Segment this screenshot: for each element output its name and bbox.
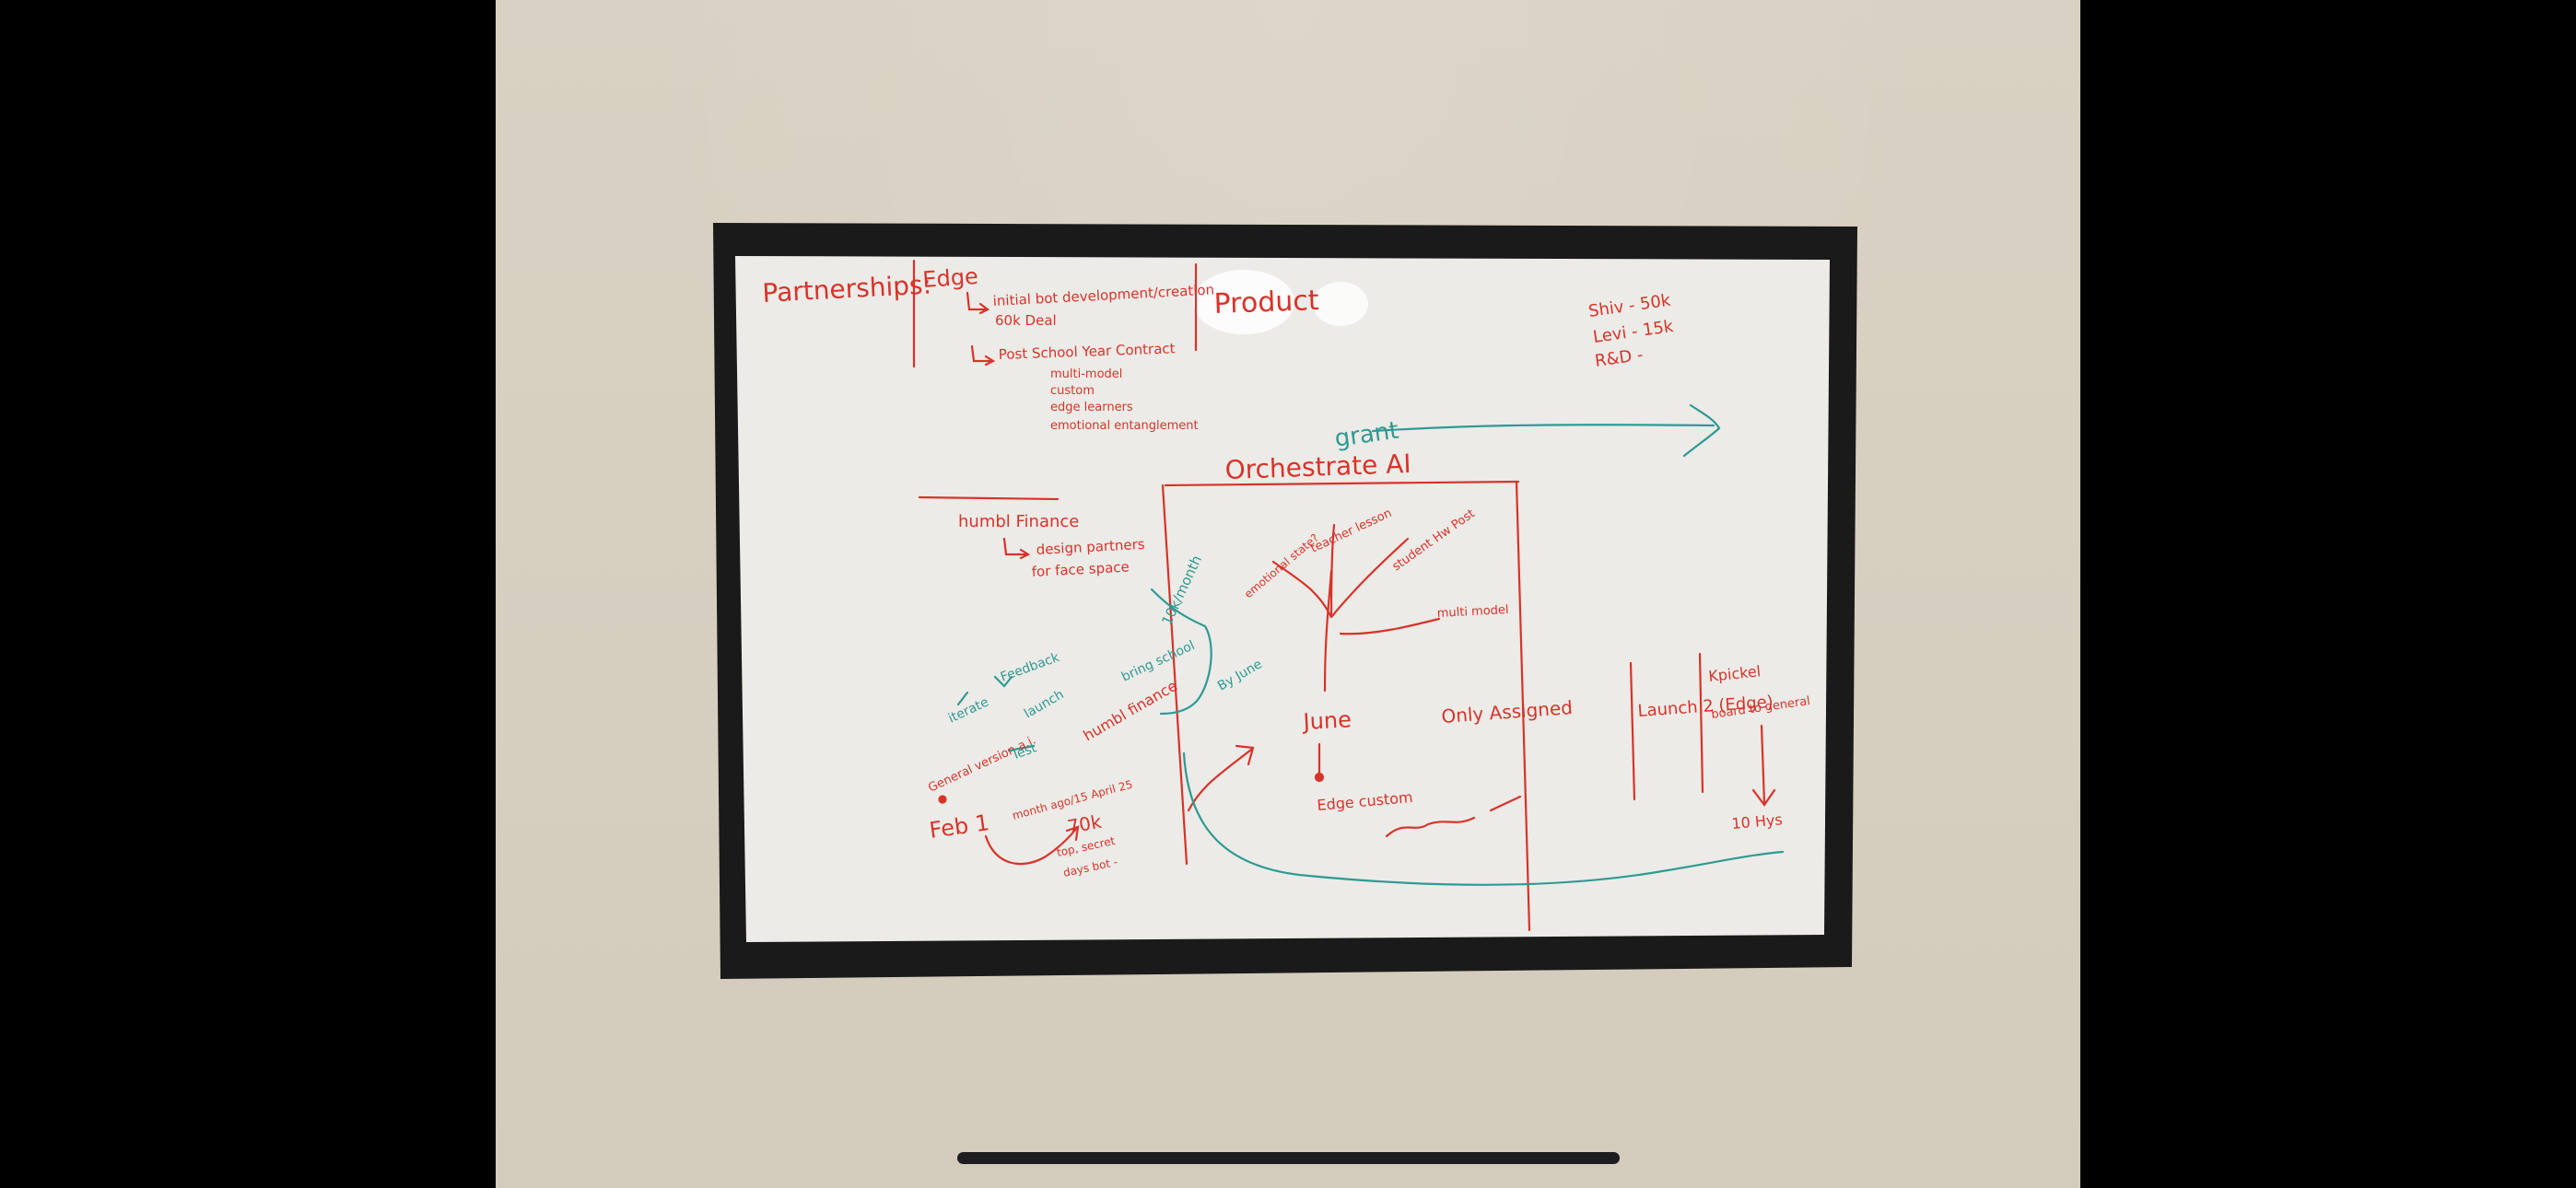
humbl-heading: humbl Finance	[958, 512, 1079, 531]
home-indicator[interactable]	[957, 1152, 1620, 1164]
launch-divider	[1629, 661, 1636, 801]
orchestrate-box-right	[1515, 480, 1531, 932]
june-dot	[1314, 772, 1325, 783]
loop-arrow	[956, 675, 1036, 752]
light-glare	[1313, 282, 1368, 326]
edge-bullet: custom	[1050, 384, 1095, 398]
orchestrate-box-left	[1161, 483, 1188, 866]
edge-arrow	[966, 291, 990, 315]
teal-swoop	[1182, 751, 1785, 886]
edge-heading: Edge	[921, 263, 978, 293]
edge-bullet: emotional entanglement	[1050, 419, 1199, 433]
feb-loop	[984, 825, 1080, 866]
right-down-arrow	[1751, 724, 1776, 807]
right-bottom-label: 10 Hys	[1731, 810, 1784, 833]
humbl-arrow	[1002, 537, 1031, 560]
product-heading: Product	[1213, 285, 1319, 320]
june-label: June	[1301, 706, 1352, 735]
light-glare	[1193, 270, 1294, 334]
humbl-underline	[918, 495, 1060, 501]
post-school-arrow	[970, 344, 996, 367]
tree-branches	[1271, 523, 1441, 693]
humbl-sub: for face space	[1031, 558, 1130, 580]
whiteboard: Partnerships: Edge initial bot developme…	[713, 223, 1857, 979]
orchestrate-box-top	[1164, 480, 1520, 487]
photo: Partnerships: Edge initial bot developme…	[496, 0, 2080, 1188]
edge-line2: 60k Deal	[995, 312, 1057, 329]
grant-arrow	[1371, 403, 1721, 458]
launch-divider	[1698, 652, 1704, 794]
edge-bullet: edge learners	[1050, 401, 1133, 414]
teal-bracket	[1150, 588, 1212, 716]
scribble	[1385, 795, 1522, 838]
tree-label: multi model	[1436, 603, 1509, 621]
feb-dot	[938, 795, 947, 804]
orchestrate-title: Orchestrate AI	[1224, 448, 1411, 485]
whiteboard-surface	[735, 256, 1830, 942]
edge-bullet: multi-model	[1050, 367, 1122, 381]
